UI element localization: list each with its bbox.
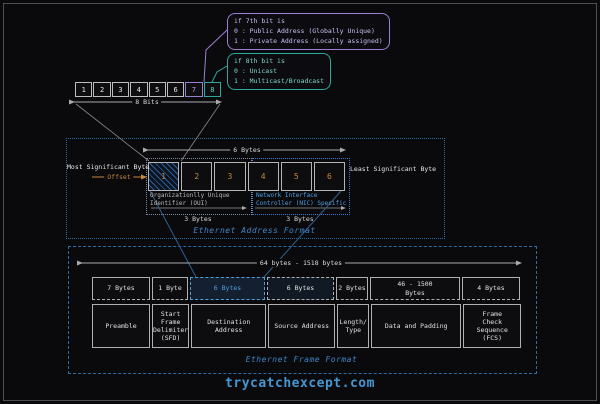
bit-row: 1 2 3 4 5 6 7 8: [75, 82, 221, 97]
frame-width-label: 64 bytes - 1518 bytes: [256, 259, 346, 267]
frame-field-sfd: Start Frame Delimiter (SFD): [152, 304, 190, 348]
callout-7th-bit-title: if 7th bit is: [234, 17, 285, 25]
frame-format-caption: Ethernet Frame Format: [245, 355, 358, 364]
frame-size-sfd-text: 1 Byte: [158, 284, 182, 293]
bit-box-3: 3: [111, 82, 130, 97]
address-format-caption: Ethernet Address Format: [193, 226, 316, 235]
frame-field-destination: Destination Address: [191, 304, 267, 348]
frame-size-length-text: 2 Bytes: [338, 284, 366, 293]
oui-label: Organizationlly Unique Identifier (OUI): [150, 192, 229, 207]
bit-width-label: 8 Bits: [132, 98, 162, 106]
byte-box-6: 6: [313, 162, 346, 191]
oui-label-line2: Identifier (OUI): [150, 199, 208, 207]
lsb-label: Least Significant Byte: [350, 165, 437, 173]
oui-label-line1: Organizationlly Unique: [150, 192, 230, 199]
frame-field-preamble: Preamble: [92, 304, 150, 348]
frame-size-sfd: 1 Byte: [152, 277, 188, 300]
frame-field-length-text: Length/ Type: [339, 317, 367, 334]
byte-box-1: 1: [148, 162, 180, 191]
frame-size-fcs: 4 Bytes: [462, 277, 520, 300]
bit-box-6: 6: [166, 82, 185, 97]
byte-box-4: 4: [247, 162, 279, 191]
callout-7th-bit-option-0: 0 : Public Address (Globally Unique): [234, 26, 375, 35]
bit-box-2: 2: [93, 82, 111, 97]
callout-8th-bit-option-0: 0 : Unicast: [234, 66, 278, 75]
msb-label: Most Significant Byte: [67, 163, 150, 171]
byte-width-label: 6 Bytes: [230, 146, 264, 154]
callout-8th-bit-option-1: 1 : Multicast/Broadcast: [234, 76, 325, 85]
byte-box-3: 3: [214, 162, 246, 191]
frame-field-length: Length/ Type: [337, 304, 370, 348]
nic-label-line2: Controller (NIC) Specific: [256, 199, 347, 207]
frame-size-row: 7 Bytes 1 Byte 6 Bytes 6 Bytes 2 Bytes 4…: [92, 277, 520, 300]
nic-label: Network Interface Controller (NIC) Speci…: [256, 192, 346, 207]
page-border: [3, 3, 597, 401]
callout-8th-bit: if 8th bit is 0 : Unicast 1 : Multicast/…: [227, 53, 332, 91]
frame-size-source: 6 Bytes: [267, 277, 334, 300]
callout-8th-bit-title: if 8th bit is: [234, 57, 285, 65]
frame-field-source: Source Address: [268, 304, 336, 348]
ethernet-address-container: [66, 138, 445, 239]
nic-label-line1: Network Interface: [256, 192, 318, 199]
frame-field-fcs: Frame Check Sequence (FCS): [463, 304, 522, 348]
byte-box-5: 5: [280, 162, 312, 191]
frame-size-preamble: 7 Bytes: [92, 277, 150, 300]
frame-field-fcs-text: Frame Check Sequence (FCS): [476, 309, 508, 343]
frame-size-fcs-text: 4 Bytes: [477, 284, 505, 293]
frame-field-data: Data and Padding: [371, 304, 462, 348]
bit-box-4: 4: [130, 82, 148, 97]
frame-field-sfd-text: Start Frame Delimiter (SFD): [153, 309, 189, 343]
bit-box-8: 8: [203, 82, 221, 97]
callout-7th-bit: if 7th bit is 0 : Public Address (Global…: [227, 13, 390, 51]
bit-box-5: 5: [148, 82, 166, 97]
site-watermark: trycatchexcept.com: [225, 376, 375, 391]
byte-row: 1 2 3 4 5 6: [148, 162, 346, 191]
frame-size-data-text: 46 - 1500 Bytes: [397, 280, 433, 297]
offset-label: Offset: [104, 173, 134, 181]
callout-7th-bit-option-1: 1 : Private Address (Locally assigned): [234, 36, 383, 45]
frame-size-destination: 6 Bytes: [190, 277, 265, 300]
bit-box-1: 1: [75, 82, 93, 97]
byte-box-2: 2: [181, 162, 213, 191]
bit-box-7: 7: [185, 82, 203, 97]
oui-size-label: 3 Bytes: [184, 215, 212, 223]
frame-size-length: 2 Bytes: [336, 277, 368, 300]
frame-name-row: Preamble Start Frame Delimiter (SFD) Des…: [92, 304, 522, 348]
frame-size-data: 46 - 1500 Bytes: [370, 277, 460, 300]
nic-size-label: 3 Bytes: [286, 215, 314, 223]
